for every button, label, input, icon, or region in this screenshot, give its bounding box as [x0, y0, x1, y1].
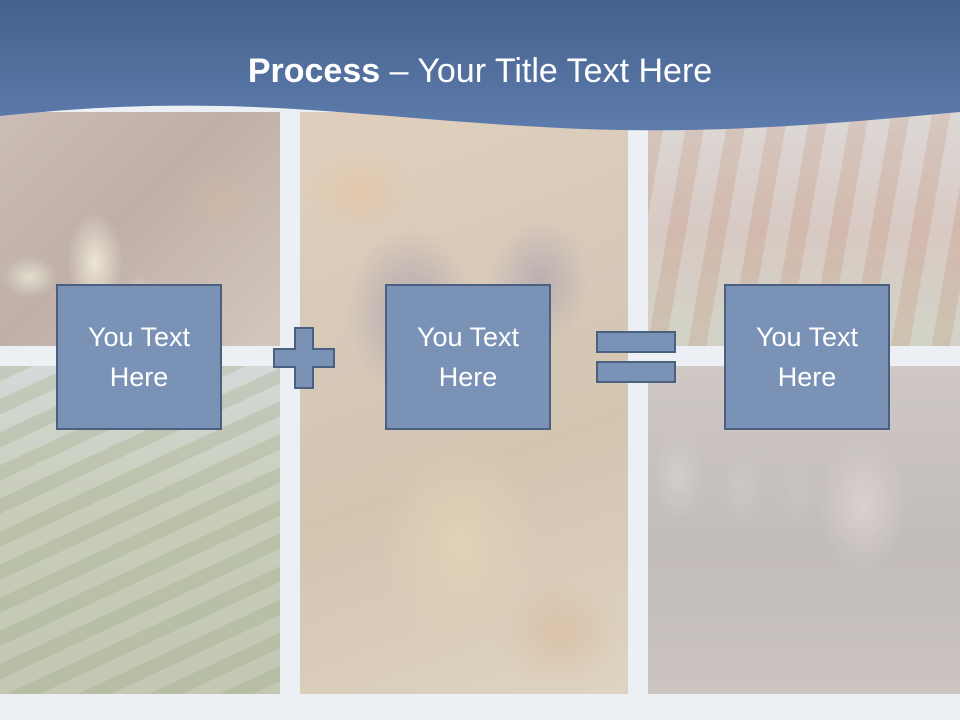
slide-title: Process – Your Title Text Here — [0, 52, 960, 91]
step-1-line-1: You Text — [87, 322, 191, 352]
step-2-line-1: You Text — [416, 322, 520, 352]
title-text: – Your Title Text Here — [380, 52, 713, 90]
header-band — [0, 0, 960, 131]
title-bold-word: Process — [247, 52, 381, 90]
step-2-line-2: Here — [438, 362, 498, 392]
step-3-line-1: You Text — [755, 322, 859, 352]
equals-icon — [596, 331, 676, 383]
step-1-line-2: Here — [109, 362, 169, 392]
step-3-line-2: Here — [777, 362, 837, 392]
plus-icon — [273, 327, 335, 389]
